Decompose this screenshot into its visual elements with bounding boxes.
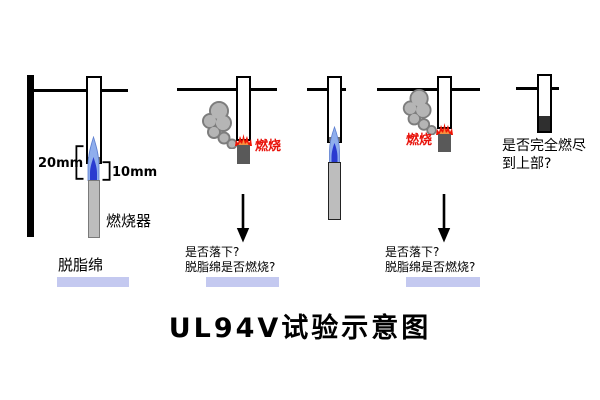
cotton-label: 脱脂绵 bbox=[58, 256, 104, 274]
question-fall-2: 是否落下? bbox=[385, 245, 440, 259]
blue-flame-icon bbox=[87, 136, 100, 181]
dimension-20mm: 20mm bbox=[38, 156, 84, 171]
burner-tube-2 bbox=[328, 162, 341, 220]
burner-tube-1 bbox=[88, 180, 100, 238]
charred-end-4 bbox=[438, 134, 451, 152]
charred-end-5 bbox=[539, 116, 550, 131]
clamp-bar-4 bbox=[377, 88, 480, 91]
charred-end-2 bbox=[237, 145, 250, 164]
burner-label: 燃烧器 bbox=[106, 212, 152, 230]
down-arrow-icon bbox=[236, 194, 250, 243]
smoke-icon bbox=[402, 89, 437, 135]
clamp-bar-3 bbox=[307, 88, 346, 91]
specimen-2 bbox=[236, 76, 251, 141]
cotton-pad-3 bbox=[406, 277, 480, 287]
question-cotton-2: 脱脂绵是否燃烧? bbox=[385, 260, 476, 274]
question-burnout-line2: 到上部? bbox=[502, 156, 552, 172]
cotton-pad-2 bbox=[206, 277, 279, 287]
smoke-icon bbox=[202, 101, 238, 149]
bracket-20mm-icon bbox=[75, 145, 84, 180]
clamp-bar-1 bbox=[33, 89, 128, 92]
question-cotton-1: 脱脂绵是否燃烧? bbox=[185, 260, 276, 274]
bracket-10mm-icon bbox=[102, 161, 111, 181]
burning-label-1: 燃烧 bbox=[255, 139, 282, 154]
down-arrow-icon bbox=[437, 194, 451, 243]
stand-pole bbox=[27, 75, 34, 237]
question-fall-1: 是否落下? bbox=[185, 245, 240, 259]
red-flame-icon bbox=[436, 123, 453, 135]
red-flame-icon bbox=[235, 134, 252, 146]
question-burnout-line1: 是否完全燃尽 bbox=[502, 138, 586, 154]
dimension-10mm: 10mm bbox=[112, 165, 158, 180]
diagram-title: UL94V试验示意图 bbox=[168, 313, 432, 344]
cotton-pad-1 bbox=[57, 277, 129, 287]
burning-label-2: 燃烧 bbox=[406, 133, 433, 148]
blue-flame-icon bbox=[329, 126, 340, 163]
clamp-bar-2 bbox=[177, 88, 277, 91]
